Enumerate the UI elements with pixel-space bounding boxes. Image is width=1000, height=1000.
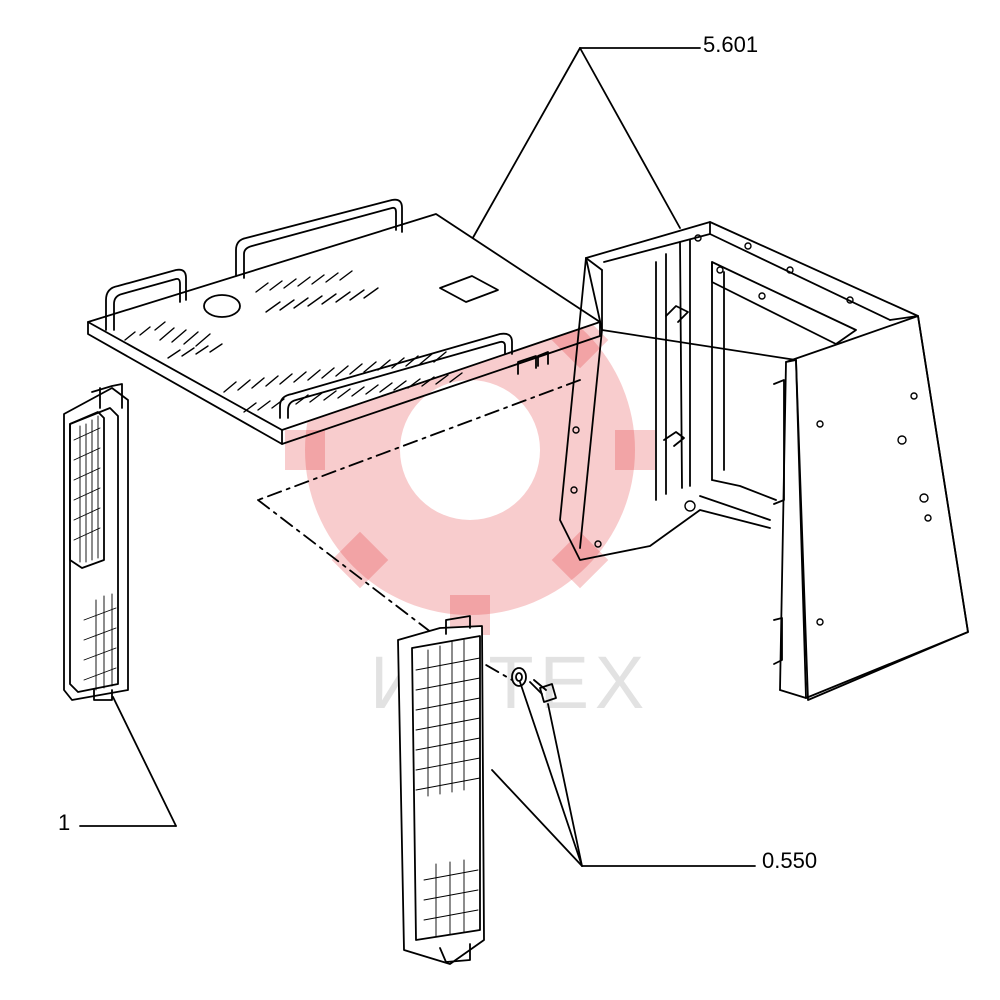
grille-left [63,383,129,701]
leader-0550 [491,681,756,867]
callout-label-1: 1 [58,810,71,835]
washer-and-bolt [511,667,557,703]
housing [559,221,969,701]
grille-front [397,615,485,965]
leader-5601 [465,47,701,251]
leader-1 [79,696,177,827]
top-cover [87,198,601,445]
callout-label-5601: 5.601 [703,32,759,57]
callout-label-0550: 0.550 [762,848,818,873]
